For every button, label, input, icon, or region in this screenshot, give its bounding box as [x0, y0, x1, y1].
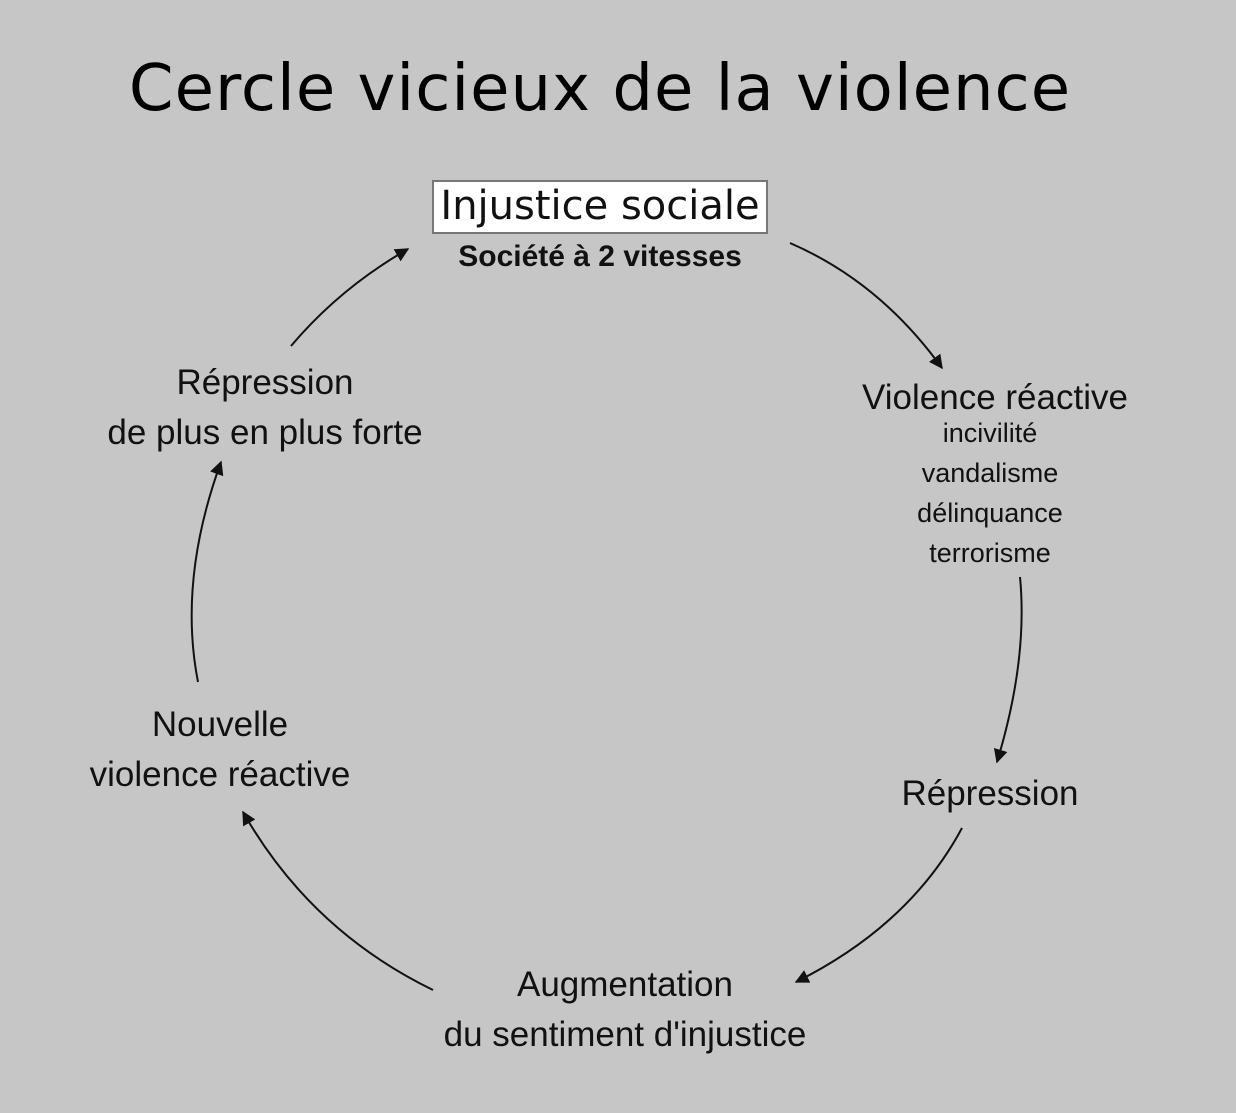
node-nouvelle-line1: Nouvelle: [151, 705, 289, 744]
node-augmentation-line1: Augmentation: [517, 965, 733, 1004]
diagram-title: Cercle vicieux de la violence: [128, 52, 1072, 126]
violence-example-item: terrorisme: [929, 538, 1051, 568]
violence-example-item: incivilité: [942, 418, 1038, 448]
arrow-repression-to-augmentation: [794, 827, 963, 983]
node-violence-reactive: Violence réactive incivilité vandalisme …: [830, 380, 1160, 573]
node-injustice-sociale: Injustice sociale Société à 2 vitesses: [400, 180, 800, 272]
arrow-nouvelle-to-repression-forte: [190, 460, 224, 683]
violence-examples-list: incivilité vandalisme délinquance terror…: [820, 413, 1160, 573]
node-violence-label: Violence réactive: [862, 378, 1128, 417]
node-augmentation-line2: du sentiment d'injustice: [443, 1015, 807, 1054]
violence-example-item: vandalisme: [921, 458, 1059, 488]
node-injustice-sub: Société à 2 vitesses: [458, 240, 742, 273]
node-repression-forte-line1: Répression: [176, 363, 354, 402]
node-augmentation: Augmentation du sentiment d'injustice: [410, 960, 840, 1060]
violence-example-item: délinquance: [917, 498, 1063, 528]
node-injustice-label: Injustice sociale: [432, 180, 768, 234]
node-repression-forte-line2: de plus en plus forte: [107, 413, 423, 452]
node-nouvelle-line2: violence réactive: [89, 755, 351, 794]
arrow-violence-to-repression: [993, 576, 1023, 764]
node-repression-label: Répression: [901, 774, 1079, 813]
node-repression-forte: Répression de plus en plus forte: [80, 358, 450, 458]
node-nouvelle-violence: Nouvelle violence réactive: [60, 700, 380, 800]
node-repression: Répression: [870, 776, 1110, 811]
arrow-repression-forte-to-injustice: [290, 248, 410, 347]
arrow-injustice-to-violence: [789, 242, 943, 370]
arrow-augmentation-to-nouvelle: [242, 810, 434, 991]
